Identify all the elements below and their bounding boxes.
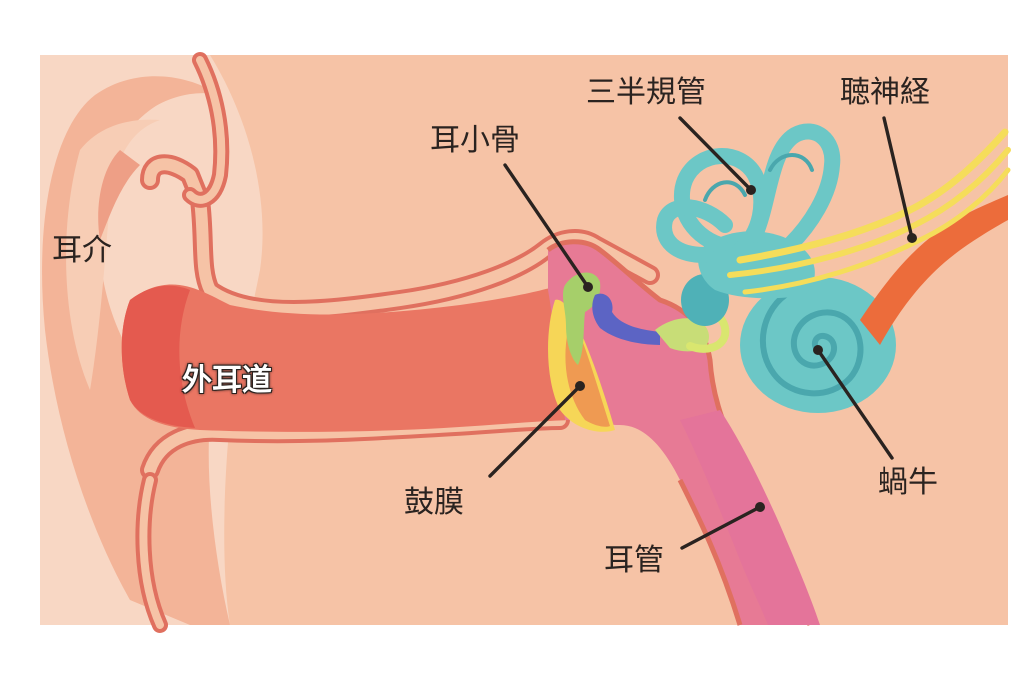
pinna-inner-fold — [98, 150, 140, 240]
label-ear-canal: 外耳道 — [182, 363, 272, 398]
eustachian-tube-outline — [677, 478, 743, 626]
ossicle-stapes — [655, 318, 709, 352]
label-semicircular-canals: 三半規管 — [586, 75, 706, 110]
auditory-nerve-yellow-3 — [742, 167, 1011, 295]
pinna-fold — [66, 119, 160, 390]
auditory-nerve-yellow-1 — [736, 128, 1009, 264]
label-eustachian-tube: 耳管 — [604, 543, 664, 578]
canal-upper-wall-inner — [144, 158, 656, 316]
leader-eustachian-dot — [755, 502, 765, 512]
leader-ossicles-dot — [583, 282, 593, 292]
leader-nerve-dot — [907, 233, 917, 243]
leader-semicircular — [678, 116, 753, 192]
label-eardrum: 鼓膜 — [404, 485, 464, 520]
leader-eustachian — [680, 505, 762, 550]
head-contour-inner — [186, 56, 226, 204]
lower-jaw-contour-inner — [139, 476, 164, 629]
external-ear-canal-shadow — [121, 285, 195, 428]
label-auditory-nerve: 聴神経 — [840, 75, 930, 110]
ossicle-incus — [592, 293, 660, 345]
cochlea-spiral — [759, 289, 864, 397]
leader-cochlea-dot — [813, 345, 823, 355]
leader-semicircular-dot — [746, 185, 756, 195]
leader-eardrum-dot — [575, 381, 585, 391]
label-pinna: 耳介 — [52, 233, 112, 268]
ossicle-malleus — [563, 272, 601, 365]
label-cochlea: 蝸牛 — [878, 465, 938, 500]
auditory-nerve-yellow-2 — [727, 147, 1011, 278]
semicircular-canal-3 — [656, 199, 733, 263]
leader-cochlea — [816, 348, 894, 460]
leader-nerve — [882, 116, 914, 240]
semicircular-canal-detail — [703, 153, 814, 202]
eustachian-tube — [680, 410, 820, 625]
auditory-nerve-orange — [860, 195, 1008, 345]
leader-eardrum — [488, 384, 582, 478]
leader-ossicles — [503, 163, 590, 289]
semicircular-canal-2 — [747, 123, 841, 253]
label-ossicles: 耳小骨 — [430, 123, 520, 158]
external-ear-canal — [121, 284, 570, 432]
